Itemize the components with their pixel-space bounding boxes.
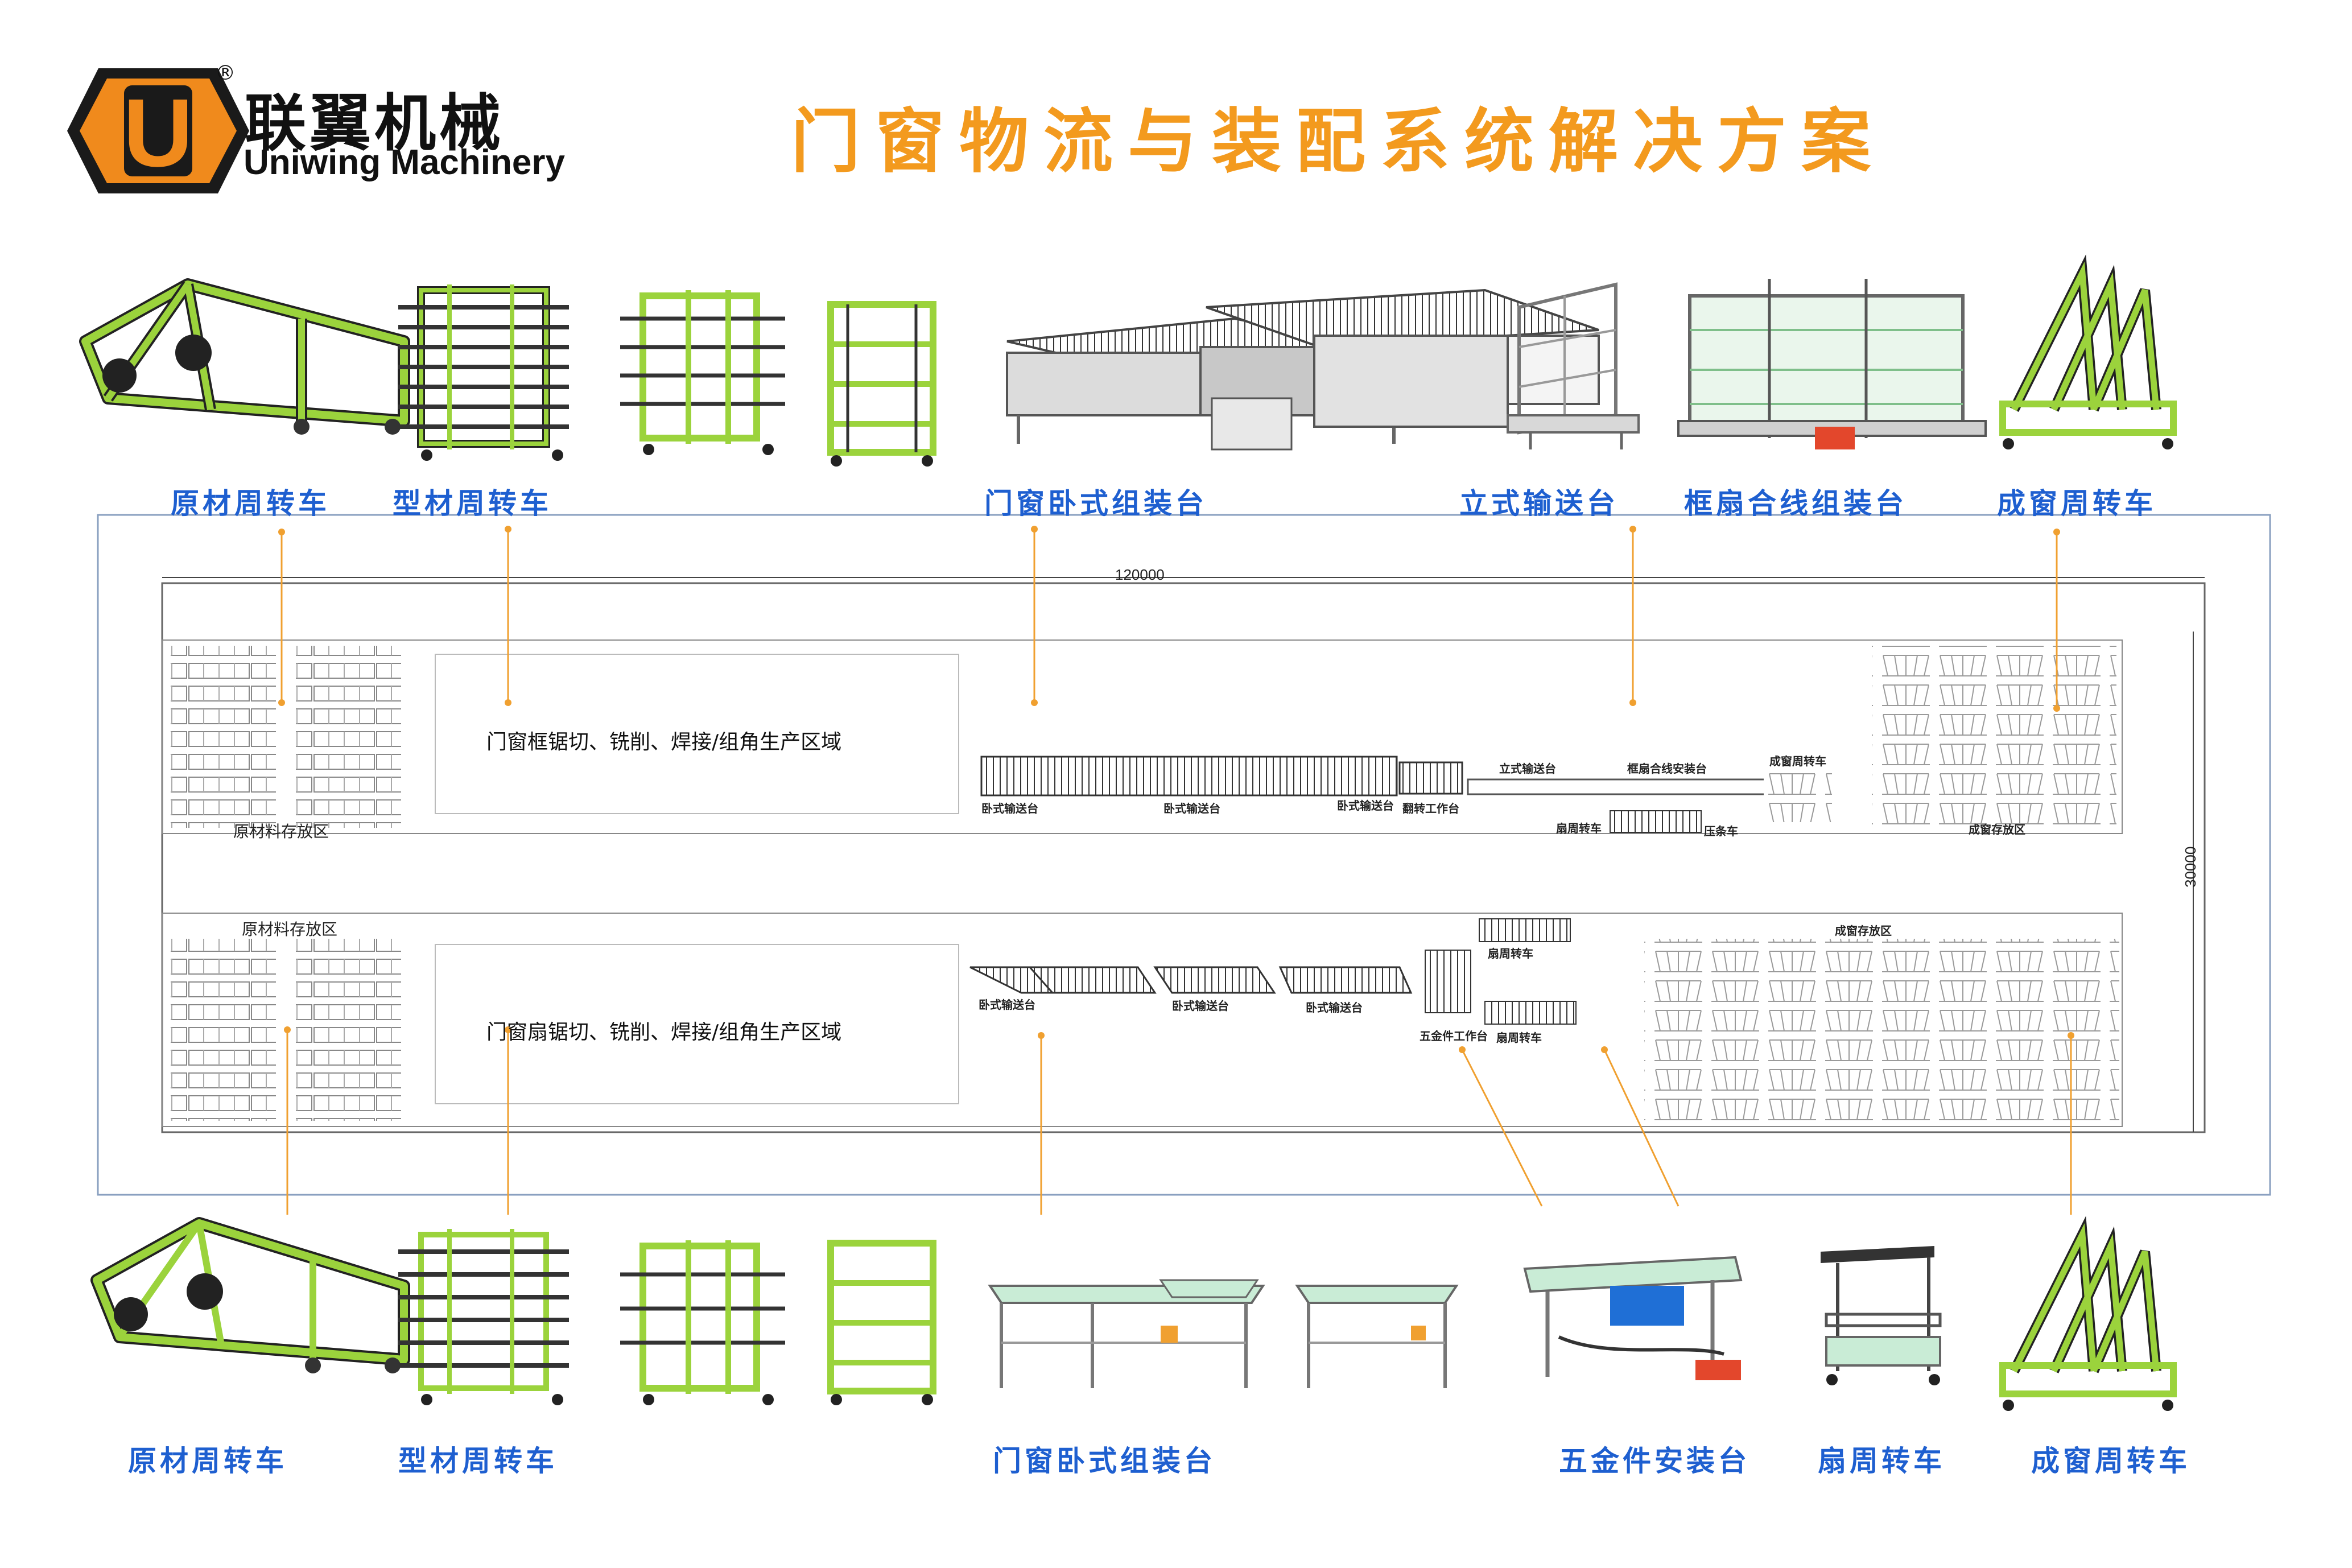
flip-table-mark xyxy=(1398,761,1463,795)
top-label-frame-sash-line: 框扇合线组装台 xyxy=(1684,487,1907,520)
bottom-label-raw-cart: 原材周转车 xyxy=(128,1445,287,1478)
profile-cart-2-icon xyxy=(620,290,785,455)
upper-conveyor-1: 卧式输送台 xyxy=(981,802,1038,815)
bottom-label-sash-cart: 扇周转车 xyxy=(1818,1445,1945,1478)
upper-storage-label: 原材料存放区 xyxy=(233,822,329,841)
upper-conveyor-line xyxy=(980,756,1398,797)
raw-material-cart-bottom-icon xyxy=(90,1217,410,1373)
upper-finished-storage: 成窗存放区 xyxy=(1969,823,2025,836)
lower-sash-cart-2: 扇周转车 xyxy=(1496,1031,1542,1045)
vertical-conveyor-mark xyxy=(1467,778,1768,795)
top-label-assembly-table: 门窗卧式组装台 xyxy=(984,487,1207,520)
upper-vertical-conveyor: 立式输送台 xyxy=(1499,762,1556,775)
upper-finished-cart: 成窗周转车 xyxy=(1769,754,1826,768)
lower-finished-storage: 成窗存放区 xyxy=(1835,924,1892,938)
lower-finished-storage-mark xyxy=(1644,939,2119,1121)
top-label-raw-cart: 原材周转车 xyxy=(171,487,330,520)
profile-cart-bottom-icon xyxy=(398,1229,569,1405)
lower-conveyor-line xyxy=(969,966,1413,994)
horizontal-assembly-table-bottom-icon xyxy=(988,1279,1265,1388)
upper-bead-cart: 压条车 xyxy=(1704,824,1738,838)
connector-lines xyxy=(280,526,2072,1215)
sash-cart-1-mark xyxy=(1479,918,1571,942)
sash-cart-2-mark xyxy=(1484,1001,1577,1025)
shelf-cart-icon xyxy=(827,301,936,467)
logo-hexagon-icon: U xyxy=(67,68,249,193)
bottom-label-assembly-table: 门窗卧式组装台 xyxy=(993,1445,1216,1478)
upper-conveyor-2: 卧式输送台 xyxy=(1163,802,1220,815)
connector-dots xyxy=(278,526,2074,1053)
raw-material-cart-icon xyxy=(79,278,410,435)
dimension-length: 120000 xyxy=(1115,566,1165,583)
finished-cart-mark xyxy=(1764,765,1832,822)
sash-cart-icon xyxy=(1821,1246,1942,1385)
hardware-installation-table-icon xyxy=(1523,1256,1743,1380)
upper-conveyor-3: 卧式输送台 xyxy=(1337,799,1394,812)
hardware-table-mark xyxy=(1425,950,1471,1013)
lower-band xyxy=(162,913,2123,1127)
lower-storage-rack-left xyxy=(171,939,276,1121)
brand-name-en: Uniwing Machinery xyxy=(244,143,565,182)
lower-hardware-table: 五金件工作台 xyxy=(1420,1029,1488,1043)
upper-storage-rack-left xyxy=(171,646,276,828)
lower-conveyor-3: 卧式输送台 xyxy=(1306,1001,1363,1014)
upper-storage-rack-right xyxy=(296,646,401,828)
shelf-cart-bottom-icon xyxy=(827,1240,936,1405)
upper-sash-cart: 扇周转车 xyxy=(1556,822,1602,835)
brand-name-cn: 联翼机械 xyxy=(245,88,505,159)
upper-production-zone: 门窗框锯切、铣削、焊接/组角生产区域 xyxy=(486,731,842,754)
bottom-label-finished-cart: 成窗周转车 xyxy=(2031,1445,2190,1478)
plan-outer-frame xyxy=(97,514,2271,1196)
top-label-finished-cart: 成窗周转车 xyxy=(1997,487,2156,520)
horizontal-assembly-table-2-bottom-icon xyxy=(1295,1285,1459,1388)
registered-mark: ® xyxy=(215,61,236,85)
finished-window-cart-icon xyxy=(1999,254,2177,449)
page-title: 门窗物流与装配系统解决方案 xyxy=(791,101,1885,182)
profile-cart-icon xyxy=(398,284,569,461)
lower-conveyor-1: 卧式输送台 xyxy=(979,998,1035,1012)
sash-cart-mark xyxy=(1610,810,1702,833)
vertical-conveyor-icon xyxy=(1507,282,1640,449)
bottom-label-hardware-table: 五金件安装台 xyxy=(1559,1445,1750,1478)
frame-sash-assembly-line-icon xyxy=(1677,279,1987,449)
lower-production-zone-box xyxy=(435,944,959,1104)
upper-production-zone-box xyxy=(435,654,959,814)
horizontal-assembly-table-icon xyxy=(1006,288,1600,451)
logo: U xyxy=(67,68,249,193)
finished-window-cart-bottom-icon xyxy=(1999,1216,2177,1411)
lower-storage-rack-right xyxy=(296,939,401,1121)
upper-flip-table: 翻转工作台 xyxy=(1402,802,1459,815)
upper-frame-sash-table: 框扇合线安装台 xyxy=(1627,762,1707,775)
lower-conveyor-2: 卧式输送台 xyxy=(1172,999,1229,1013)
dimension-width: 30000 xyxy=(2182,846,2199,888)
lower-production-zone: 门窗扇锯切、铣削、焊接/组角生产区域 xyxy=(486,1021,842,1044)
plan-building xyxy=(161,582,2206,1133)
upper-finished-storage-mark xyxy=(1872,646,2116,828)
bottom-label-profile-cart: 型材周转车 xyxy=(398,1445,558,1478)
top-label-profile-cart: 型材周转车 xyxy=(393,487,552,520)
lower-storage-label: 原材料存放区 xyxy=(242,920,338,939)
upper-band xyxy=(162,639,2123,834)
logo-letter: U xyxy=(123,79,193,187)
top-label-vertical-conveyor: 立式输送台 xyxy=(1459,487,1619,520)
lower-sash-cart-1: 扇周转车 xyxy=(1488,947,1533,960)
profile-cart-2-bottom-icon xyxy=(620,1240,785,1405)
